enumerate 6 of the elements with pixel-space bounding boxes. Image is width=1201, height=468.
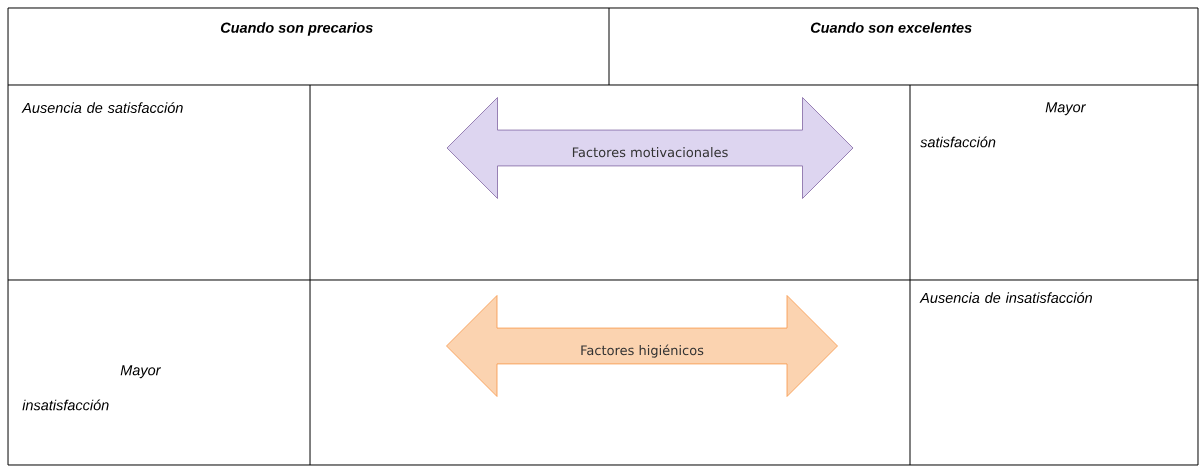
cell-text: Mayor satisfacción	[920, 102, 1086, 148]
cell-text: Mayor insatisfacción	[22, 365, 161, 411]
cell-text: Ausencia de satisfacción	[21, 102, 183, 113]
column-header: Cuando son precarios	[220, 22, 373, 36]
cell-text: Ausencia de insatisfacción	[919, 292, 1092, 303]
column-header: Cuando son excelentes	[810, 22, 972, 33]
